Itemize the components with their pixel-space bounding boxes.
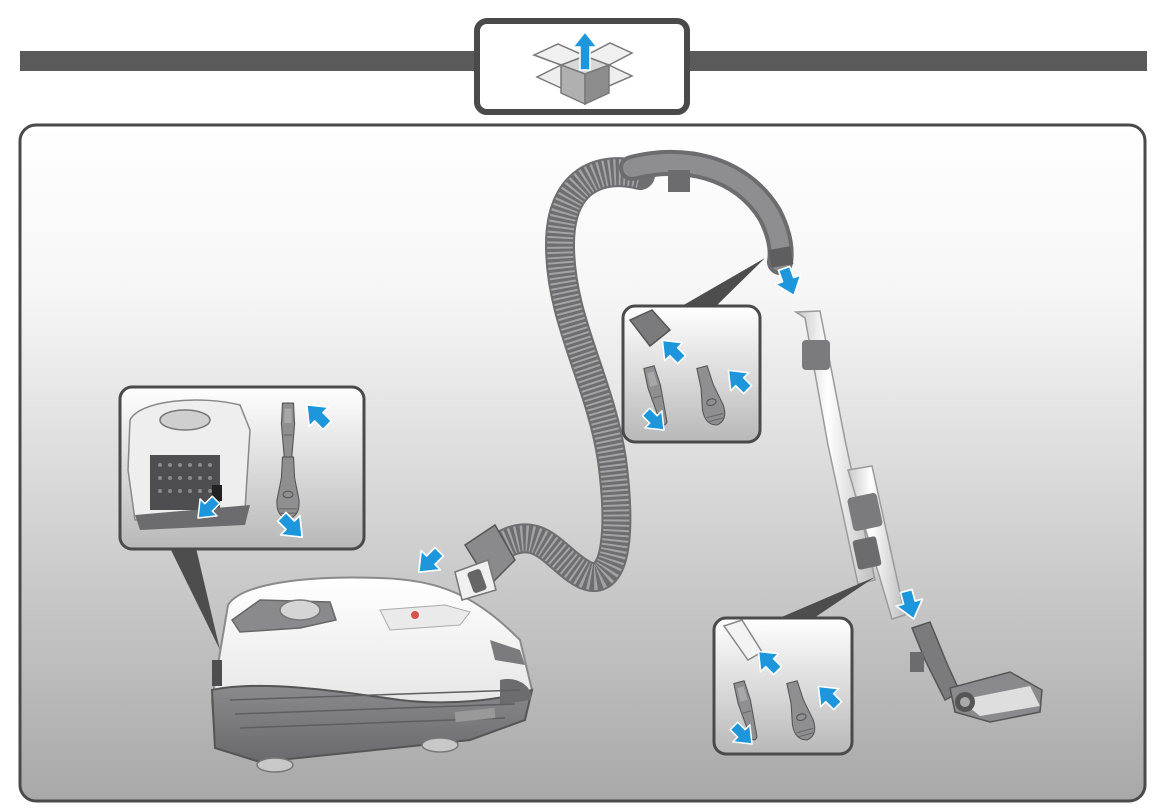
tube-clip-callout xyxy=(712,616,854,756)
unboxing-box-arrow-up-icon xyxy=(474,18,690,115)
telescopic-tube-icon xyxy=(793,310,906,620)
hose-connector-icon xyxy=(454,523,516,601)
canister-vacuum-icon xyxy=(210,576,534,773)
callout-pointer-tube xyxy=(770,577,875,622)
handle-accessory-clip-icon xyxy=(628,309,672,348)
accessory-storage-callout xyxy=(118,385,366,551)
hose-handle-icon xyxy=(619,149,794,275)
flexible-hose-icon xyxy=(483,157,655,592)
callout-pointer-storage xyxy=(170,548,220,650)
handle-clip-callout xyxy=(621,304,762,444)
callout-pointer-handle xyxy=(675,258,765,310)
accessory-storage-icon xyxy=(127,399,251,530)
floor-brush-icon xyxy=(910,621,1043,723)
